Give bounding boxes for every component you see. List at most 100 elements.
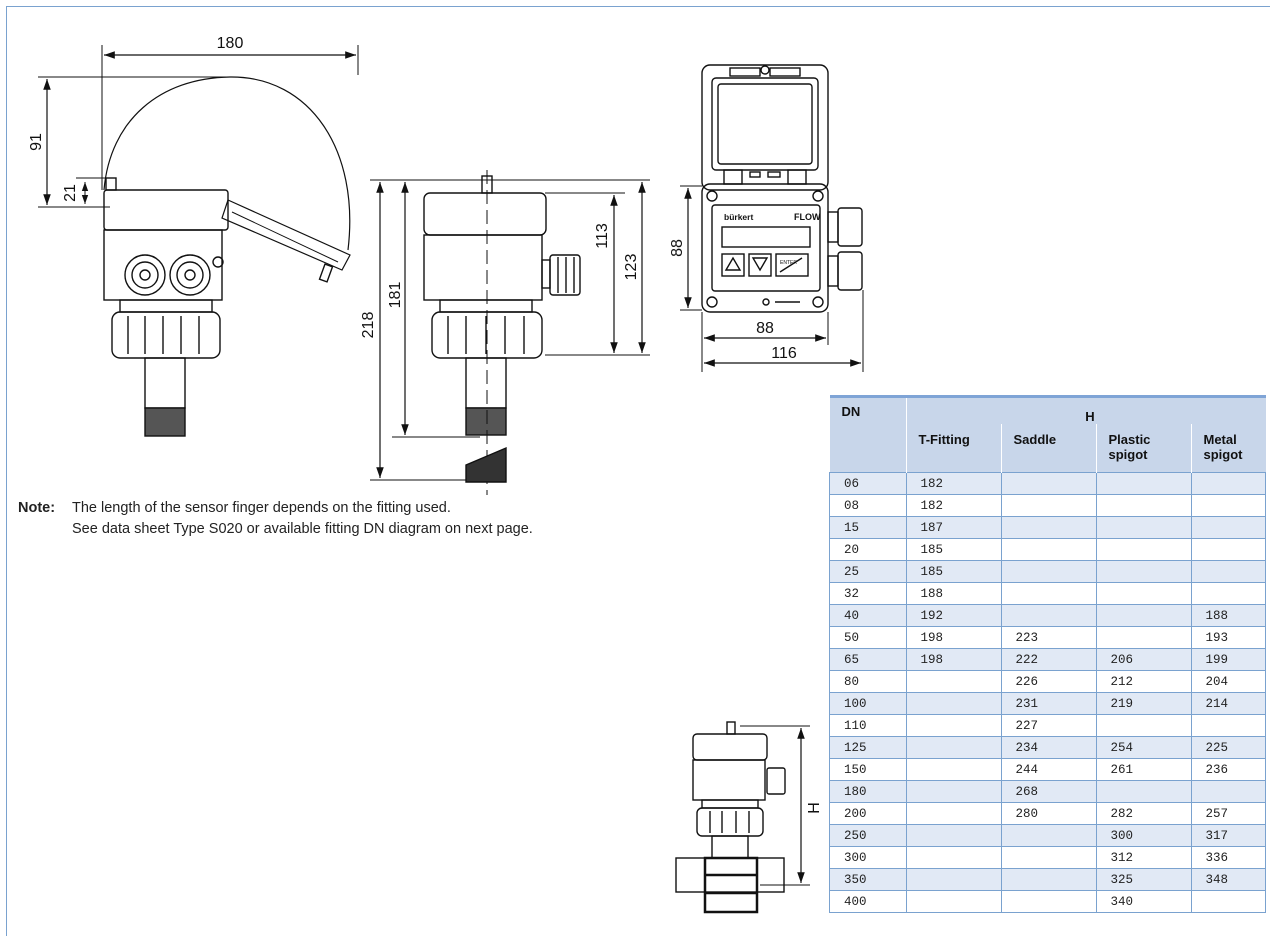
table-cell-p (1095, 626, 1192, 649)
dim-181: 181 (387, 282, 404, 309)
table-cell-s (1000, 582, 1097, 605)
table-cell-s: 227 (1000, 714, 1097, 737)
dim-21: 21 (62, 184, 79, 202)
note-block: Note:The length of the sensor finger dep… (18, 498, 533, 540)
page-frame (6, 6, 1270, 936)
table-cell-s (1000, 868, 1097, 891)
table-cell-m (1190, 582, 1266, 605)
table-cell-dn: 350 (829, 868, 907, 891)
table-cell-m (1190, 494, 1266, 517)
table-cell-dn: 300 (829, 846, 907, 869)
table-cell-p: 254 (1095, 736, 1192, 759)
table-cell-p: 340 (1095, 890, 1192, 913)
table-cell-t (905, 670, 1002, 693)
table-cell-dn: 32 (829, 582, 907, 605)
table-cell-t: 182 (905, 494, 1002, 517)
dim-88-vertical: 88 (669, 239, 686, 257)
table-cell-m (1190, 890, 1266, 913)
table-cell-t (905, 846, 1002, 869)
dim-91: 91 (28, 133, 45, 151)
table-cell-s (1000, 846, 1097, 869)
table-cell-m: 225 (1190, 736, 1266, 759)
table-cell-s (1000, 516, 1097, 539)
table-cell-t (905, 692, 1002, 715)
table-cell-m (1190, 516, 1266, 539)
table-cell-t: 188 (905, 582, 1002, 605)
table-cell-m: 188 (1190, 604, 1266, 627)
table-row: 400 340 (829, 890, 1266, 913)
table-cell-p (1095, 780, 1192, 803)
header-t-fitting: T-Fitting (906, 424, 1001, 473)
table-cell-m: 214 (1190, 692, 1266, 715)
top-view-drawing (680, 64, 864, 372)
table-cell-dn: 200 (829, 802, 907, 825)
table-cell-dn: 250 (829, 824, 907, 847)
table-cell-p: 300 (1095, 824, 1192, 847)
table-cell-s (1000, 538, 1097, 561)
table-cell-t: 192 (905, 604, 1002, 627)
table-cell-p: 312 (1095, 846, 1192, 869)
panel-brand: bürkert (724, 212, 753, 222)
table-cell-p: 282 (1095, 802, 1192, 825)
table-cell-s (1000, 560, 1097, 583)
table-cell-t (905, 802, 1002, 825)
table-cell-s: 231 (1000, 692, 1097, 715)
table-cell-t: 198 (905, 626, 1002, 649)
panel-flow-label: FLOW (794, 212, 821, 222)
header-plastic-spigot: Plastic spigot (1095, 424, 1191, 473)
header-dn: DN (829, 395, 907, 473)
dim-116: 116 (771, 345, 797, 362)
dim-113: 113 (594, 223, 611, 249)
table-cell-dn: 110 (829, 714, 907, 737)
table-cell-dn: 400 (829, 890, 907, 913)
table-cell-m (1190, 780, 1266, 803)
table-cell-m: 236 (1190, 758, 1266, 781)
table-cell-p: 325 (1095, 868, 1192, 891)
table-cell-s: 244 (1000, 758, 1097, 781)
table-cell-s: 268 (1000, 780, 1097, 803)
table-cell-m: 257 (1190, 802, 1266, 825)
table-cell-m: 204 (1190, 670, 1266, 693)
note-line-2: See data sheet Type S020 or available fi… (72, 521, 533, 537)
table-cell-m (1190, 560, 1266, 583)
table-cell-m: 193 (1190, 626, 1266, 649)
table-cell-p: 206 (1095, 648, 1192, 671)
table-cell-t: 187 (905, 516, 1002, 539)
table-cell-s (1000, 494, 1097, 517)
table-cell-p (1095, 604, 1192, 627)
table-cell-dn: 40 (829, 604, 907, 627)
table-cell-s: 234 (1000, 736, 1097, 759)
table-cell-t (905, 824, 1002, 847)
small-view-drawing (675, 721, 810, 914)
table-cell-dn: 15 (829, 516, 907, 539)
table-cell-t (905, 868, 1002, 891)
note-label: Note: (18, 500, 56, 516)
table-cell-p: 261 (1095, 758, 1192, 781)
table-cell-s: 280 (1000, 802, 1097, 825)
table-cell-dn: 06 (829, 472, 907, 495)
table-cell-t (905, 758, 1002, 781)
table-cell-m: 336 (1190, 846, 1266, 869)
header-h: H (906, 395, 1266, 424)
table-cell-p (1095, 582, 1192, 605)
table-cell-s (1000, 604, 1097, 627)
table-cell-m: 317 (1190, 824, 1266, 847)
table-cell-s (1000, 472, 1097, 495)
table-cell-m: 199 (1190, 648, 1266, 671)
table-cell-dn: 08 (829, 494, 907, 517)
table-cell-s (1000, 890, 1097, 913)
